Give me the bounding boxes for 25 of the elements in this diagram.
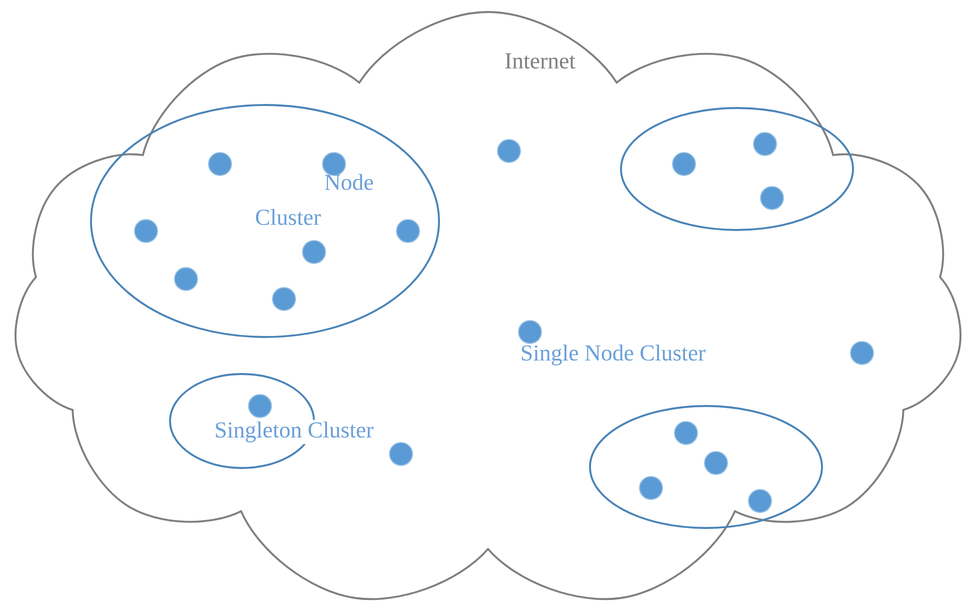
node-dot — [388, 442, 414, 466]
node-dot — [272, 286, 296, 312]
node-dot — [396, 218, 420, 244]
node-dot — [518, 320, 542, 344]
node-dot — [496, 138, 522, 164]
cluster-ellipse-label: Cluster — [256, 208, 321, 226]
cloud-label: Internet — [505, 53, 576, 69]
node-dot — [174, 266, 198, 292]
cluster-ellipse — [620, 107, 854, 231]
node-dot — [134, 218, 158, 244]
node-caption: Single Node Cluster — [522, 344, 706, 366]
node-dot — [248, 394, 272, 418]
node-dot — [760, 186, 784, 210]
node-dot — [748, 488, 772, 514]
node-dot — [638, 476, 664, 500]
cluster-ellipse-label: Singleton Cluster — [212, 420, 376, 444]
node-dot — [674, 420, 698, 446]
node-dot — [672, 152, 696, 176]
node-dot — [704, 450, 728, 476]
node-dot — [850, 340, 874, 366]
node-dot — [208, 152, 232, 176]
node-dot — [302, 240, 326, 264]
node-caption: Node — [324, 174, 373, 190]
cluster-ellipse — [589, 405, 823, 529]
node-dot — [752, 132, 778, 156]
